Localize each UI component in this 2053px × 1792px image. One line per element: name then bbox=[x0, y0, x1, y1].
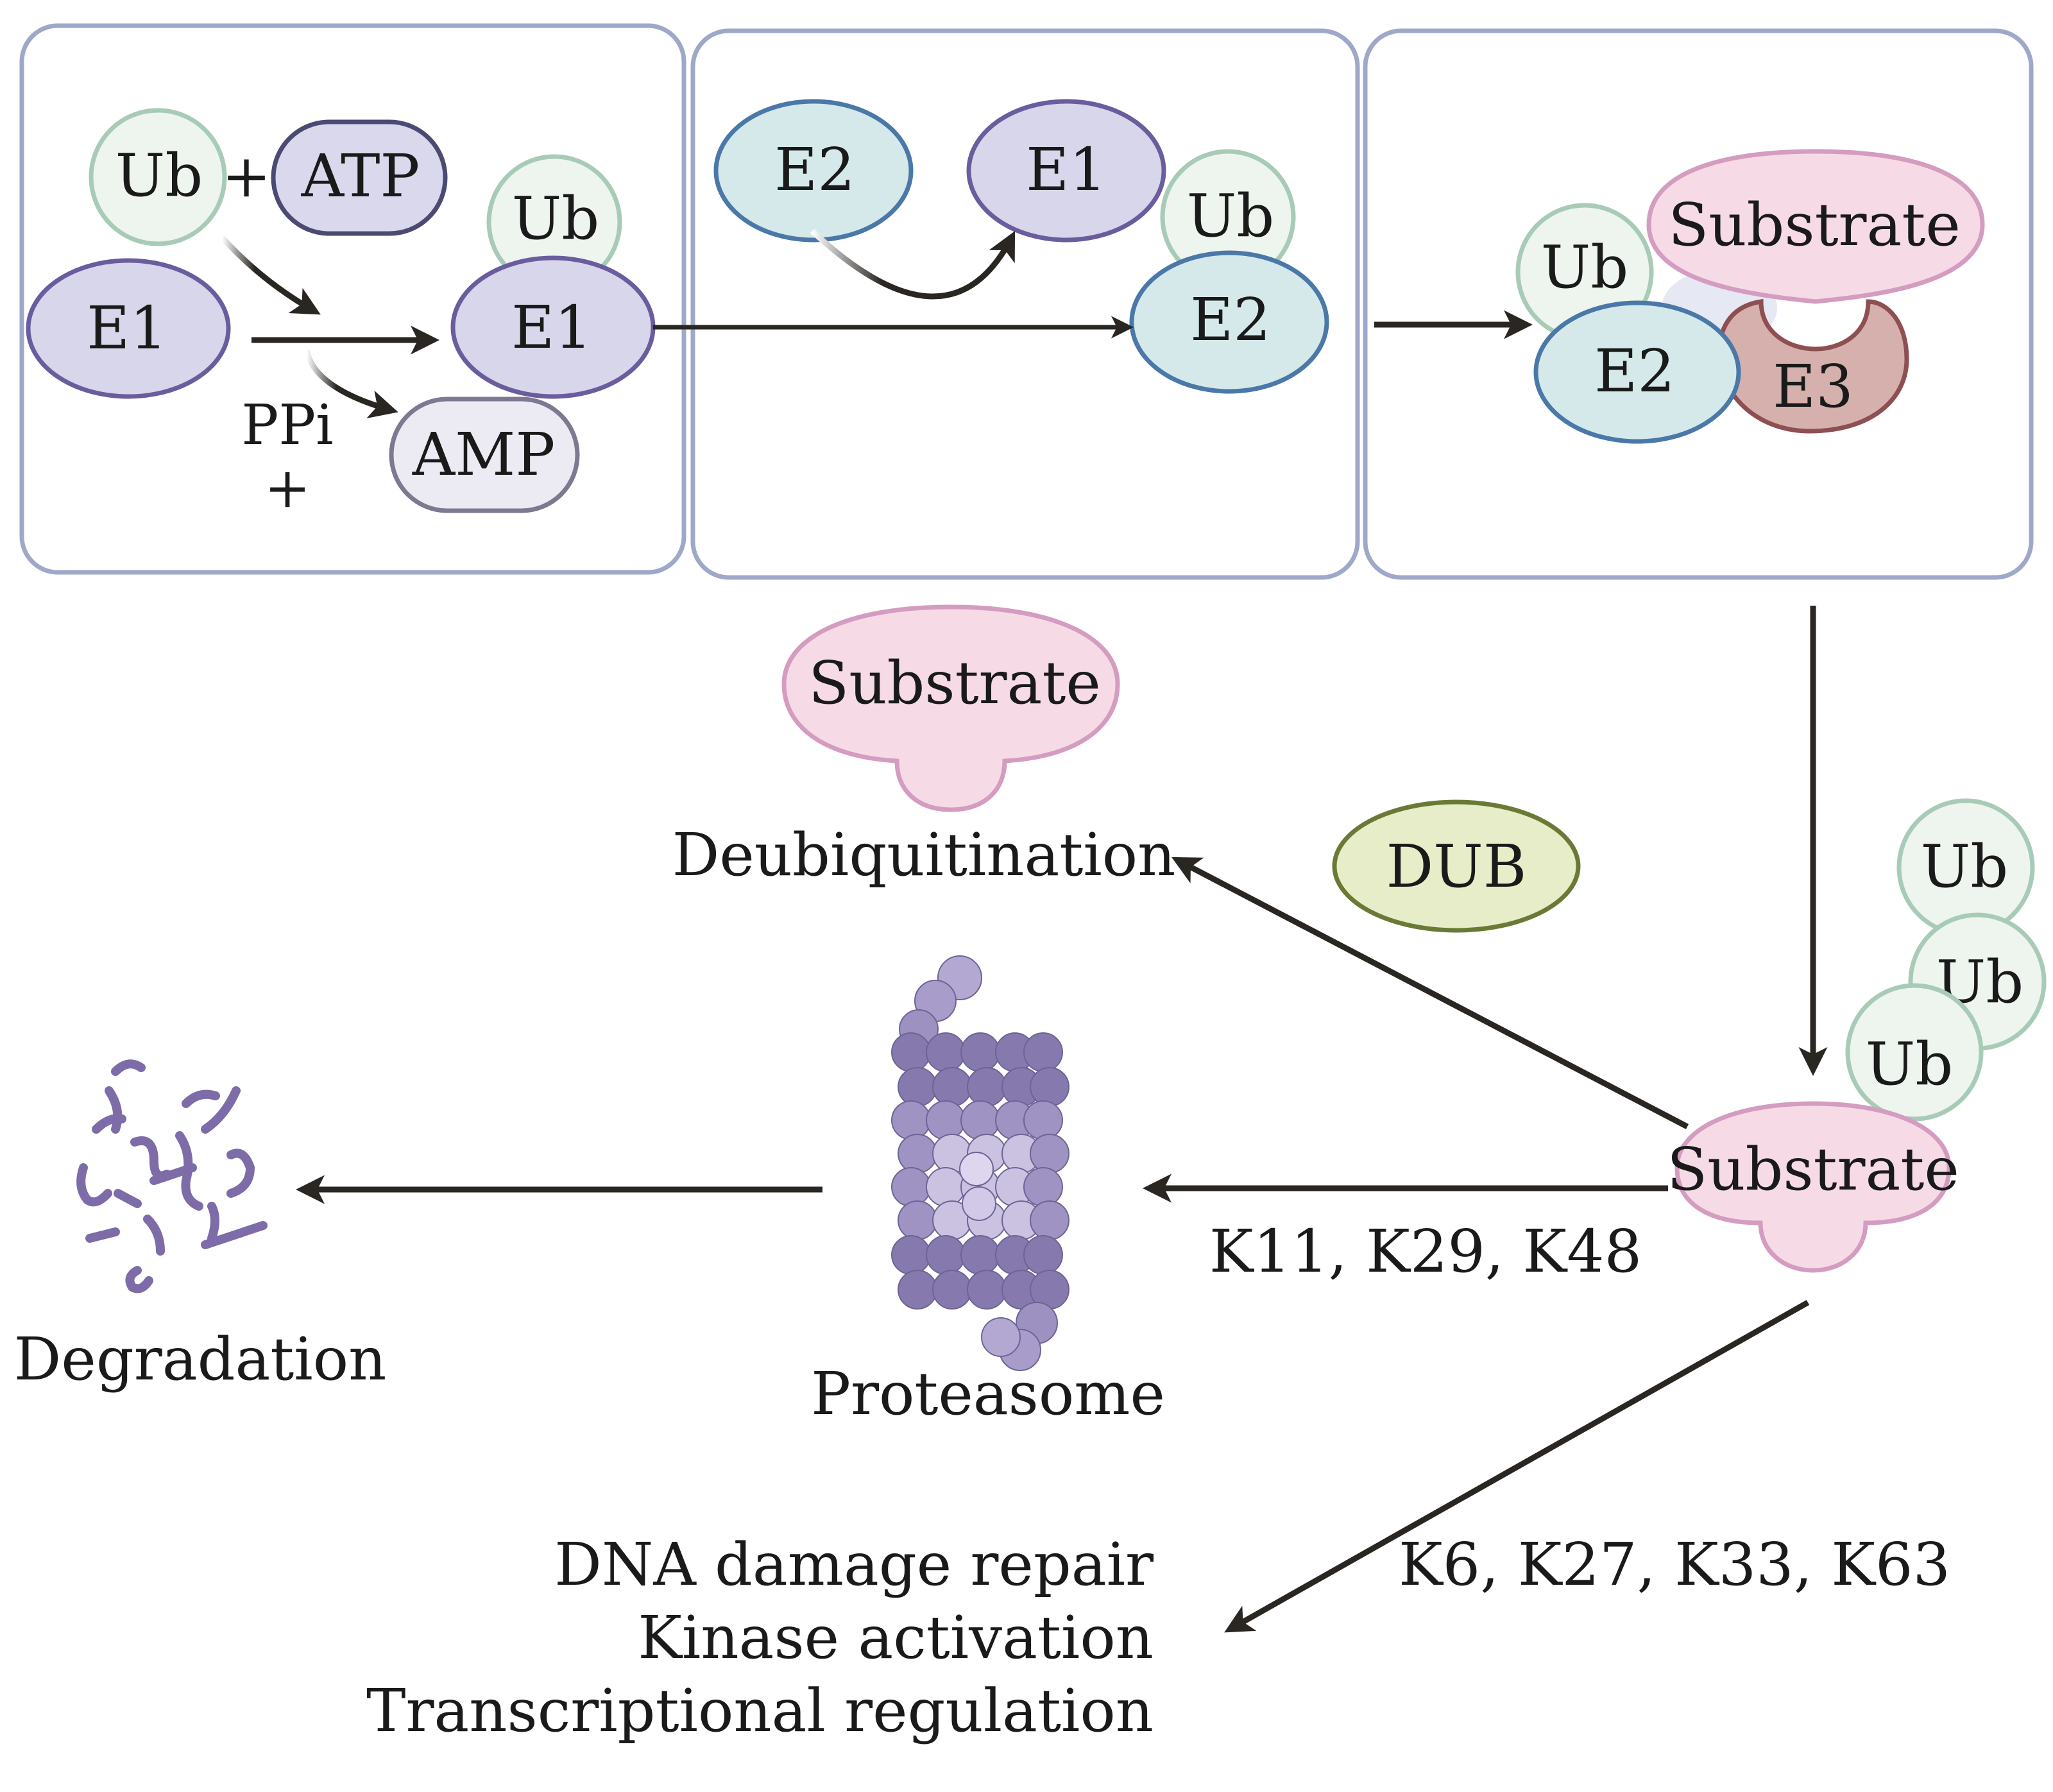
plus-sign-2: + bbox=[264, 456, 311, 520]
ub-bound-node: Ub bbox=[486, 154, 622, 290]
ub-complex-label: Ub bbox=[1541, 233, 1628, 302]
atp-label: ATP bbox=[301, 142, 420, 210]
e1-left-label: E1 bbox=[87, 294, 167, 363]
k-proteasome-label: K11, K29, K48 bbox=[1209, 1217, 1642, 1286]
plus-sign: + bbox=[221, 142, 271, 210]
arrow-to-deubiquitination bbox=[1171, 857, 1689, 1129]
arrow-e2-to-e1 bbox=[810, 228, 1016, 300]
substrate-complex-node: Substrate bbox=[1646, 149, 1985, 304]
ub-chain-1-label: Ub bbox=[1921, 832, 2008, 901]
substrate-free-label: Substrate bbox=[808, 649, 1101, 717]
substrate-main-node: Substrate bbox=[1667, 1101, 1959, 1273]
ub-chain-1: Ub bbox=[1896, 798, 2035, 937]
arrow-ub-curve bbox=[219, 235, 321, 315]
ub-free-node: Ub bbox=[89, 108, 227, 246]
e3-node: E3 bbox=[1716, 298, 1909, 434]
atp-node: ATP bbox=[271, 119, 448, 236]
ppi-label: PPi bbox=[241, 393, 333, 457]
outcome-kinase: Kinase activation bbox=[638, 1603, 1154, 1672]
e2-complex-node: E2 bbox=[1533, 300, 1741, 444]
amp-node: AMP bbox=[389, 397, 580, 513]
e1-right-node: E1 bbox=[450, 255, 656, 399]
k-other-label: K6, K27, K33, K63 bbox=[1399, 1530, 1950, 1599]
substrate-main-label: Substrate bbox=[1667, 1135, 1959, 1204]
arrow-amp-curve bbox=[303, 349, 398, 419]
e1-panel2-label: E1 bbox=[1026, 135, 1107, 204]
e2-right-node: E2 bbox=[1129, 250, 1329, 394]
ub-chain-3-label: Ub bbox=[1866, 1030, 1953, 1098]
e2-left-label: E2 bbox=[774, 135, 855, 204]
e2-right-label: E2 bbox=[1190, 286, 1271, 354]
e3-label: E3 bbox=[1773, 352, 1853, 421]
dub-node: DUB bbox=[1332, 799, 1581, 933]
panel-activation bbox=[19, 23, 686, 575]
dub-label: DUB bbox=[1386, 832, 1527, 901]
e1-left-node: E1 bbox=[26, 258, 231, 399]
outcome-dna-repair: DNA damage repair bbox=[554, 1530, 1154, 1599]
arrow-to-signaling bbox=[1224, 1300, 1810, 1633]
degradation-label: Degradation bbox=[14, 1325, 387, 1394]
e2-complex-label: E2 bbox=[1594, 337, 1675, 405]
amp-label: AMP bbox=[412, 420, 556, 489]
degraded-fragments-icon bbox=[76, 1059, 268, 1293]
e1-node-panel2: E1 bbox=[966, 99, 1166, 243]
panel-ligation bbox=[1363, 28, 2034, 580]
e1-right-label: E1 bbox=[511, 293, 592, 362]
ub-on-e2-label: Ub bbox=[1187, 182, 1274, 250]
e2-left-node: E2 bbox=[713, 99, 914, 243]
ub-chain-3: Ub bbox=[1845, 983, 1984, 1122]
ub-free-label: Ub bbox=[115, 141, 203, 210]
panel-conjugation bbox=[690, 28, 1360, 580]
proteasome-icon bbox=[891, 955, 1069, 1371]
proteasome-label: Proteasome bbox=[811, 1360, 1165, 1428]
deubiquitination-label: Deubiquitination bbox=[672, 821, 1176, 889]
outcome-transcription: Transcriptional regulation bbox=[366, 1677, 1154, 1745]
substrate-free-node: Substrate bbox=[781, 604, 1120, 812]
ub-bound-label: Ub bbox=[512, 184, 599, 253]
substrate-complex-label: Substrate bbox=[1668, 191, 1961, 259]
ub-on-e2-node: Ub bbox=[1160, 149, 1296, 285]
